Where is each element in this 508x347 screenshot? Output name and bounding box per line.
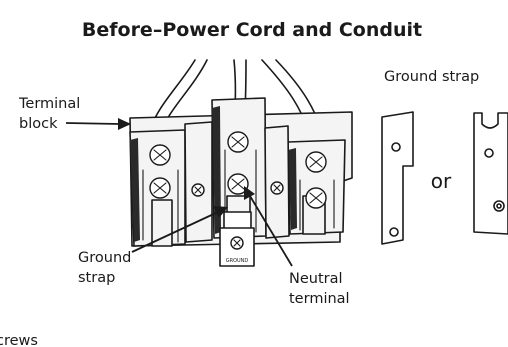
ground-strap-label-line2: strap — [78, 270, 115, 286]
ground-strap-header-label: Ground strap — [384, 69, 479, 85]
screw-right-bottom — [305, 187, 327, 209]
diagram-title: Before–Power Cord and Conduit — [82, 19, 422, 41]
screw-left-bottom — [149, 177, 171, 199]
arrow-terminal-block — [65, 118, 131, 130]
terminal-block-label-line1: Terminal — [18, 96, 80, 112]
screw-left-top — [149, 144, 171, 166]
neutral-terminal-label-line2: terminal — [289, 291, 350, 307]
screw-center-bottom — [227, 173, 249, 195]
terminal-screws — [149, 131, 327, 209]
arrow-ground-strap — [131, 206, 228, 253]
cut-off-text: crews — [0, 333, 38, 347]
screw-side-left — [191, 183, 205, 197]
ground-tag-text: GROUND — [226, 258, 249, 264]
ground-strap-label-line1: Ground — [78, 250, 131, 266]
arrow-neutral-terminal — [244, 186, 293, 267]
neutral-terminal-label-line1: Neutral — [289, 271, 343, 287]
screw-center-top — [227, 131, 249, 153]
terminal-block-label-line2: block — [19, 116, 58, 132]
ground-strap-variant-a — [381, 111, 414, 245]
screw-right-top — [305, 151, 327, 173]
screw-side-right — [270, 181, 284, 195]
ground-strap-variant-b — [473, 112, 508, 235]
or-label: or — [431, 169, 452, 193]
ground-strap-installed: GROUND — [219, 211, 255, 267]
